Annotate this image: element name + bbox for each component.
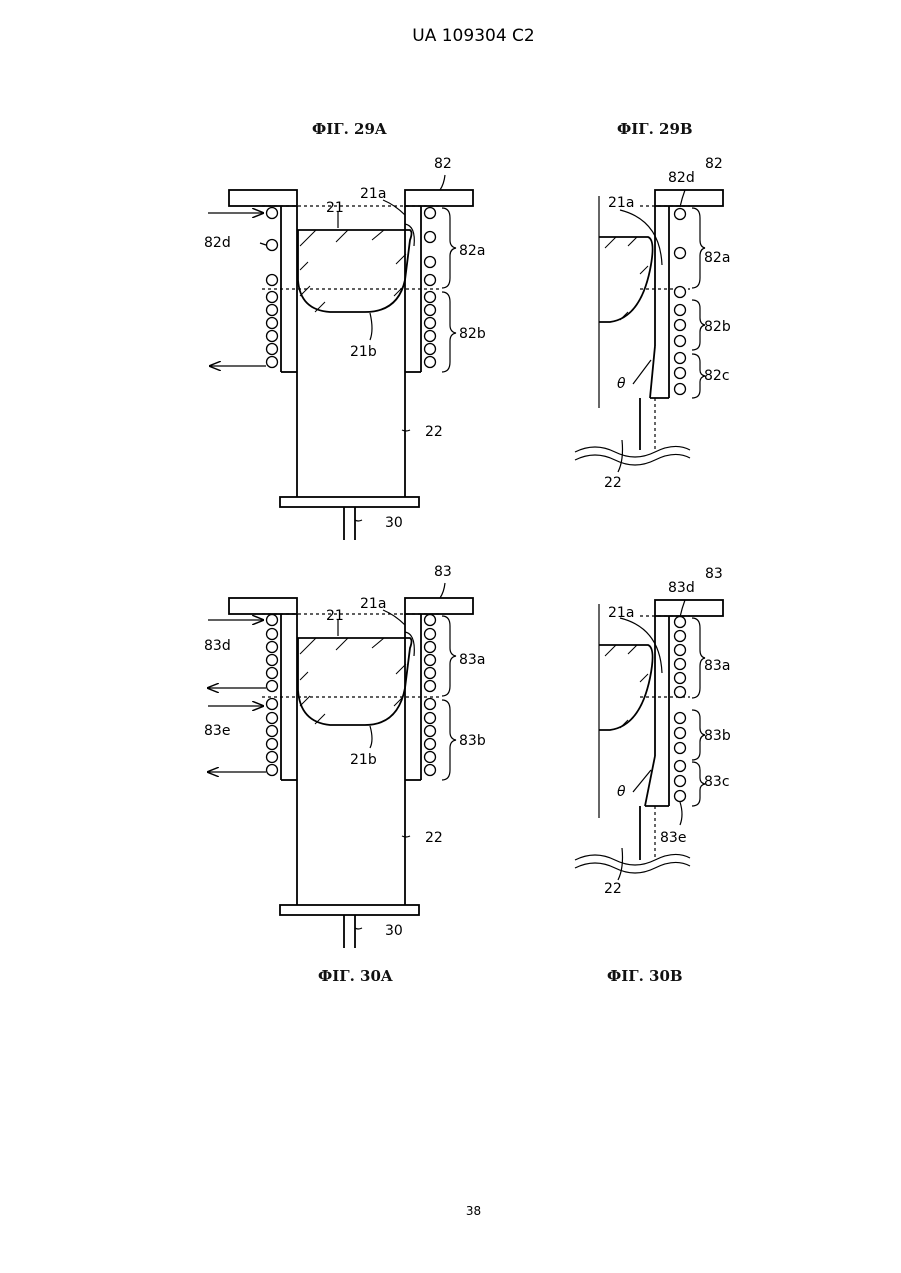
coil-column-left [267, 208, 278, 368]
label-zone-a: 83a [704, 658, 730, 674]
label-coil-e: 83e [660, 830, 686, 846]
label-edge: 21a [608, 605, 634, 621]
label-device: 83 [434, 564, 452, 580]
label-coil-d: 82d [668, 170, 695, 186]
right-flange [405, 190, 473, 206]
label-rod: 22 [604, 881, 622, 897]
figure-30a: 83 21 21a 83d 83e 83a 83b 21b 22 30 [204, 564, 486, 948]
label-coil-e: 83e [204, 723, 230, 739]
label-zone-a: 82a [704, 250, 730, 266]
label-coil-d: 83d [204, 638, 231, 654]
label-base: 30 [385, 923, 403, 939]
label-edge: 21a [608, 195, 634, 211]
base-plate [280, 497, 419, 507]
label-zone-c: 82c [704, 368, 730, 384]
label-zone-b: 83b [459, 733, 486, 749]
label-coil-d: 82d [204, 235, 231, 251]
coil-column-right [425, 208, 436, 368]
label-zone-b: 83b [704, 728, 731, 744]
label-bottom: 21b [350, 752, 377, 768]
label-rod: 22 [604, 475, 622, 491]
label-edge: 21a [360, 596, 386, 612]
page-number: 38 [0, 1204, 901, 1218]
label-zone-a: 83a [459, 652, 485, 668]
label-ingot: 21 [326, 200, 344, 216]
label-bottom: 21b [350, 344, 377, 360]
label-zone-c: 83c [704, 774, 730, 790]
left-flange [229, 190, 297, 206]
label-base: 30 [385, 515, 403, 531]
figure-29b: 82 82d 21a 82a 82b 82c θ 22 [575, 156, 731, 491]
ingot-shape [298, 230, 412, 312]
label-device: 83 [705, 566, 723, 582]
label-angle: θ [617, 784, 626, 800]
label-rod: 22 [425, 424, 443, 440]
label-coil-d: 83d [668, 580, 695, 596]
label-rod: 22 [425, 830, 443, 846]
label-zone-a: 82a [459, 243, 485, 259]
label-device: 82 [705, 156, 723, 172]
label-zone-b: 82b [704, 319, 731, 335]
label-device: 82 [434, 156, 452, 172]
label-ingot: 21 [326, 608, 344, 624]
label-zone-b: 82b [459, 326, 486, 342]
figure-30b: 83 83d 21a 83a 83b 83c θ 83e 22 [575, 566, 731, 897]
label-edge: 21a [360, 186, 386, 202]
label-angle: θ [617, 376, 626, 392]
figure-29a: 82 21 21a 82d 82a 82b 21b 22 30 [204, 156, 486, 540]
